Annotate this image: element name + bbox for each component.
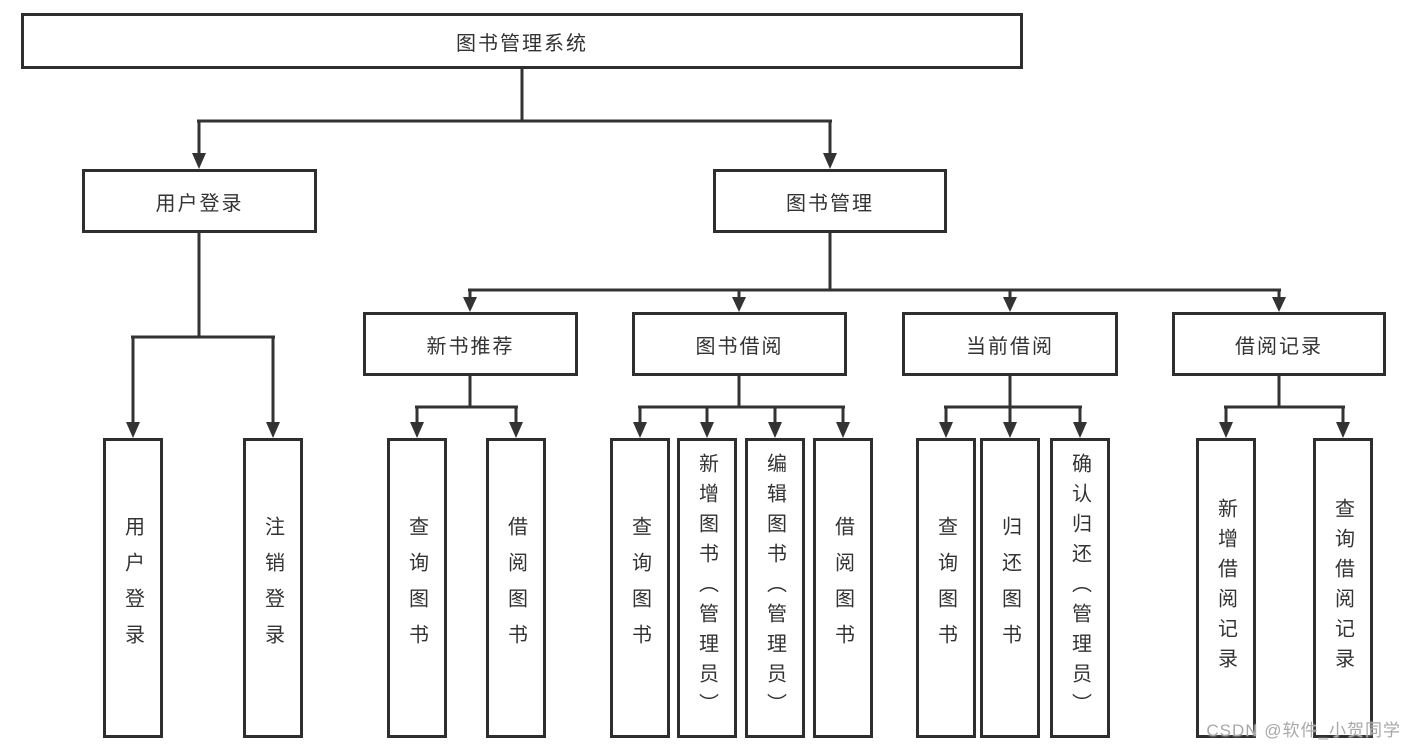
connector-new-book-children (415, 376, 518, 425)
leaf-edit-book-admin-label: 编辑图书（管理员） (763, 453, 786, 723)
leaf-query-borrow-record-label: 查询借阅记录 (1331, 498, 1354, 678)
leaf-user-login: 用户登录 (103, 438, 163, 738)
arrowhead-branches (192, 153, 837, 169)
leaf-confirm-return-admin: 确认归还（管理员） (1050, 438, 1110, 738)
connector-current-borrow-children (944, 376, 1082, 425)
leaf-query-borrow-record: 查询借阅记录 (1313, 438, 1373, 738)
arrowhead-new-book-children (410, 422, 523, 438)
node-new-book-recommend: 新书推荐 (363, 312, 578, 376)
connector-root-to-branches (197, 69, 832, 156)
leaf-add-book-admin-label: 新增图书（管理员） (695, 453, 718, 723)
node-current-borrow: 当前借阅 (902, 312, 1118, 376)
node-book-management-branch: 图书管理 (713, 169, 947, 233)
leaf-borrow-books: 借阅图书 (813, 438, 873, 738)
leaf-borrow-books-label: 借阅图书 (831, 516, 854, 660)
leaf-logout-label: 注销登录 (261, 516, 284, 660)
leaf-query-books-current-label: 查询图书 (934, 516, 957, 660)
leaf-query-books-recommend: 查询图书 (387, 438, 447, 738)
arrowhead-book-borrow-children (633, 422, 850, 438)
leaf-borrow-books-recommend-label: 借阅图书 (504, 516, 527, 660)
connector-user-login-children (131, 233, 275, 425)
connector-book-borrow-children (638, 376, 845, 425)
node-user-login-branch: 用户登录 (82, 169, 317, 233)
leaf-query-books-current: 查询图书 (916, 438, 976, 738)
node-library-system-root: 图书管理系统 (21, 13, 1023, 69)
leaf-return-books: 归还图书 (980, 438, 1040, 738)
leaf-logout: 注销登录 (243, 438, 303, 738)
leaf-confirm-return-admin-label: 确认归还（管理员） (1068, 453, 1091, 723)
arrowhead-modules (463, 297, 1286, 312)
leaf-user-login-label: 用户登录 (121, 516, 144, 660)
leaf-add-book-admin: 新增图书（管理员） (677, 438, 737, 738)
leaf-add-borrow-record: 新增借阅记录 (1196, 438, 1256, 738)
arrowhead-current-borrow-children (939, 422, 1087, 438)
connector-book-mgmt-modules (468, 233, 1281, 299)
connector-borrow-record-children (1224, 376, 1345, 425)
node-borrow-records: 借阅记录 (1172, 312, 1386, 376)
node-book-borrow: 图书借阅 (632, 312, 847, 376)
leaf-return-books-label: 归还图书 (998, 516, 1021, 660)
leaf-borrow-books-recommend: 借阅图书 (486, 438, 546, 738)
arrowhead-borrow-record-children (1219, 422, 1350, 438)
csdn-watermark: CSDN @软件_小贺同学 (1206, 721, 1401, 740)
leaf-query-books-borrow: 查询图书 (610, 438, 670, 738)
leaf-query-books-borrow-label: 查询图书 (628, 516, 651, 660)
leaf-edit-book-admin: 编辑图书（管理员） (745, 438, 805, 738)
arrowhead-user-login-children (126, 422, 280, 438)
leaf-query-books-recommend-label: 查询图书 (405, 516, 428, 660)
leaf-add-borrow-record-label: 新增借阅记录 (1214, 498, 1237, 678)
